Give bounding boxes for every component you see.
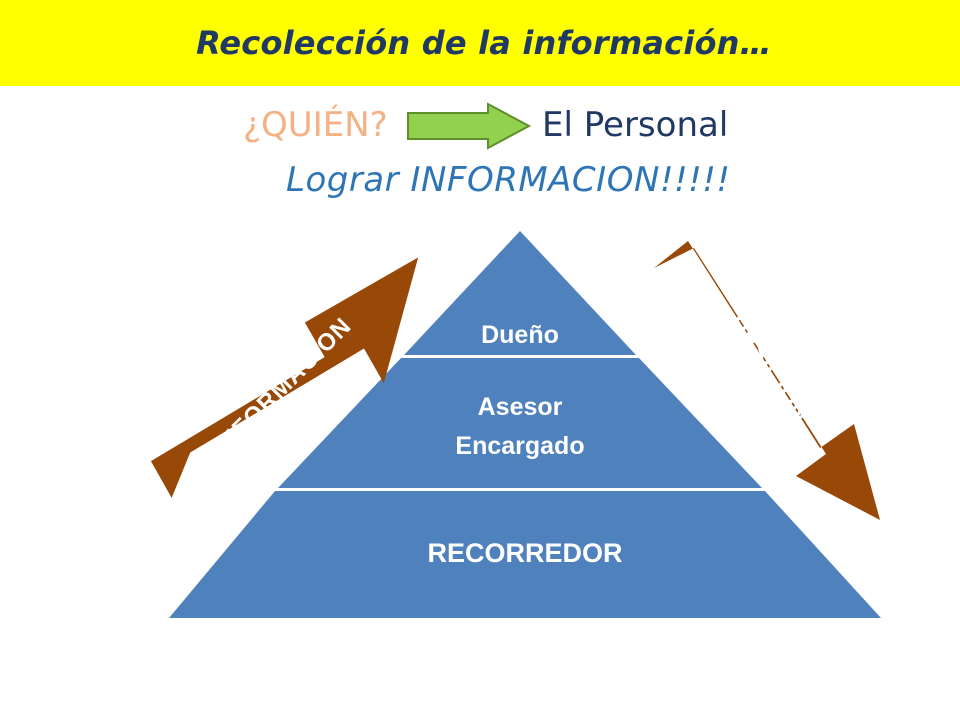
pyramid-level-top bbox=[404, 231, 636, 355]
decision-arrow-label: DESICION bbox=[724, 309, 816, 427]
pyramid-label-bottom: RECORREDOR bbox=[427, 538, 622, 568]
title-bar: Recolección de la información… bbox=[0, 0, 960, 86]
question-label: ¿QUIÉN? bbox=[243, 105, 388, 145]
pyramid-label-middle-1: Asesor bbox=[478, 393, 563, 421]
slide-title: Recolección de la información… bbox=[196, 24, 772, 62]
answer-label: El Personal bbox=[542, 105, 729, 145]
pointer-arrow-icon bbox=[407, 102, 532, 150]
subtitle: Lograr INFORMACION!!!!! bbox=[286, 160, 731, 200]
pyramid-level-middle bbox=[278, 358, 762, 488]
pyramid-level-bottom bbox=[169, 491, 881, 618]
pyramid-label-top: Dueño bbox=[481, 321, 559, 349]
pyramid-label-middle-2: Encargado bbox=[455, 432, 584, 460]
